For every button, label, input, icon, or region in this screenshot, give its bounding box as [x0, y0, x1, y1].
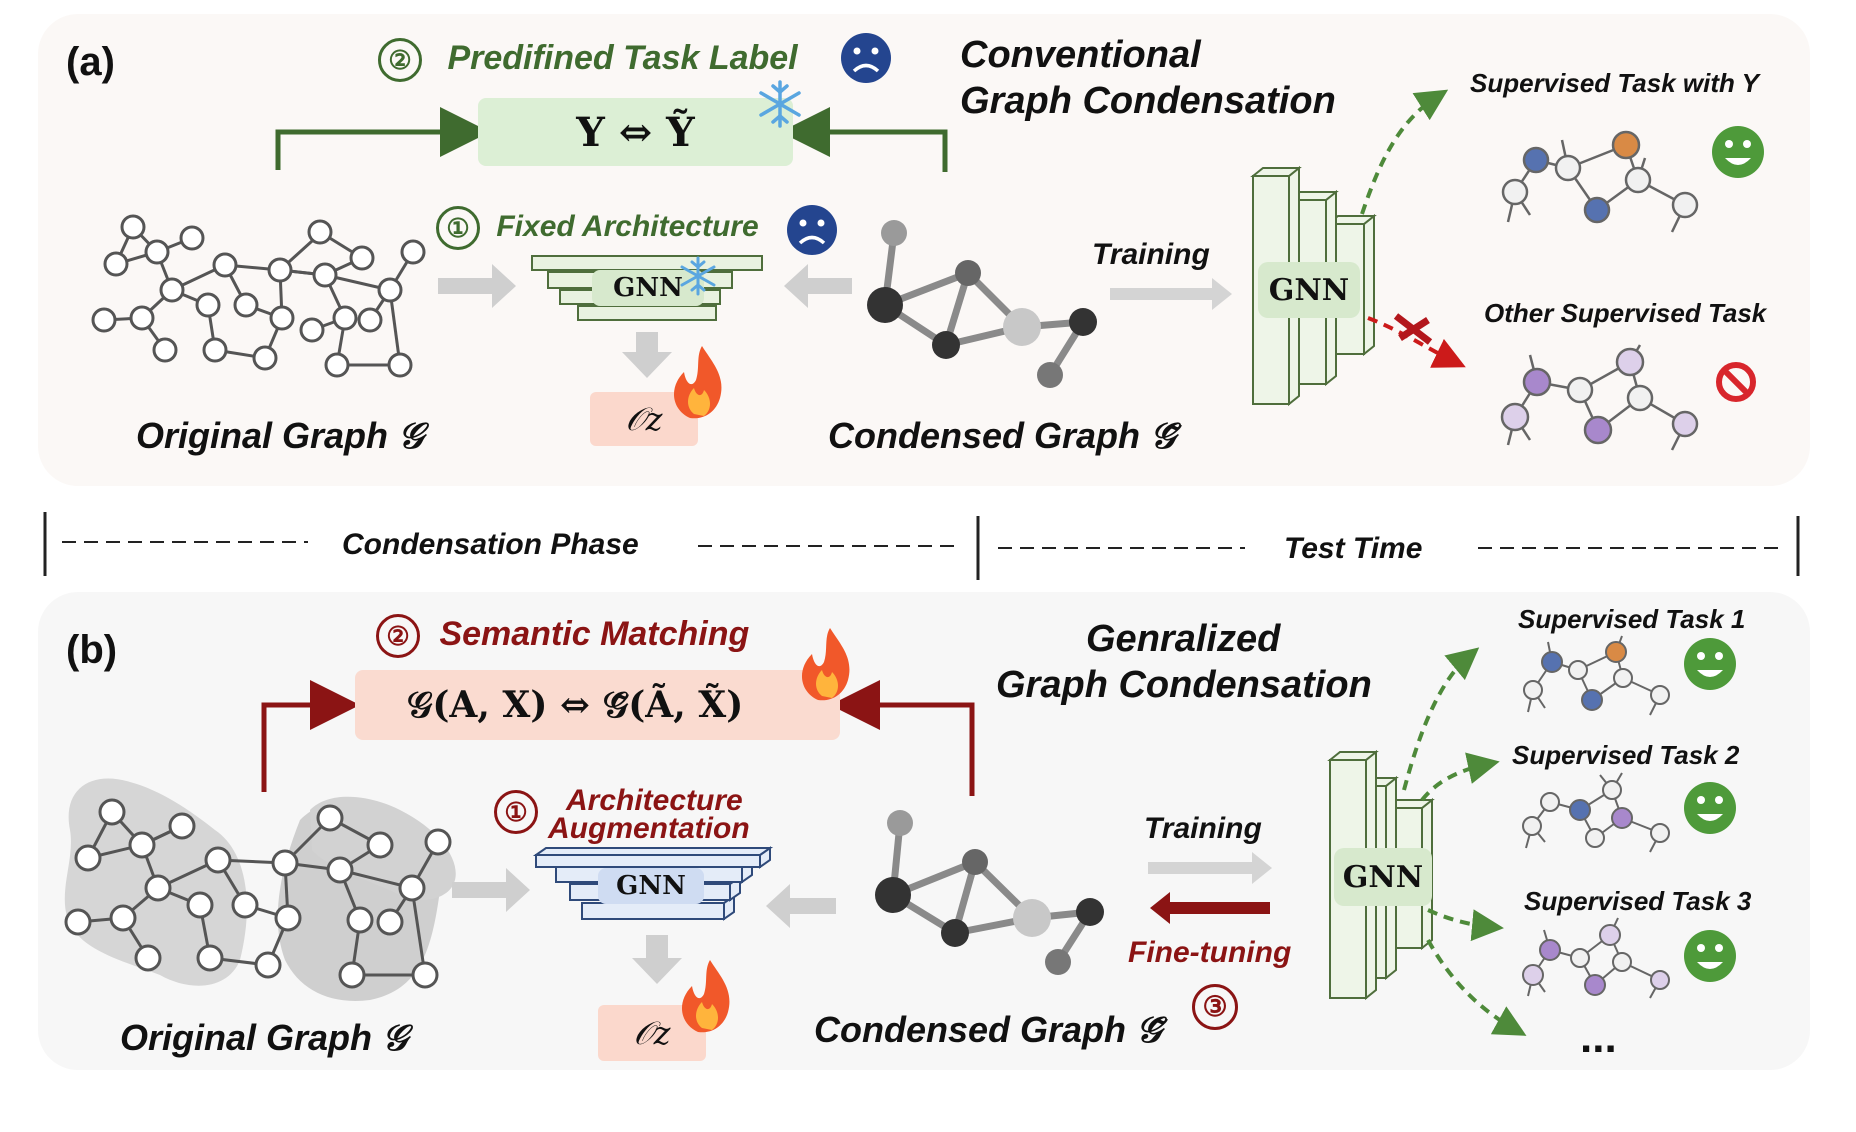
panel-b-more-tasks: ...: [1580, 1013, 1617, 1062]
smile-face-icon: [1684, 930, 1736, 982]
panel-b-original-graph-label: Original Graph 𝒢: [120, 1017, 408, 1058]
panel-a-condensed-graph: [867, 220, 1097, 388]
panel-a-step1-label: Fixed Architecture: [496, 209, 759, 243]
panel-a-task2-arrow: [1367, 316, 1466, 368]
panel-a-task1-label: Supervised Task with Y: [1470, 68, 1759, 98]
panel-a-label-arrows: [275, 107, 948, 172]
panel-b-step1-label-1: Architecture: [566, 784, 743, 817]
sad-face-icon: [787, 205, 837, 255]
panel-b-test-gnn: [1327, 749, 1435, 1001]
forbidden-icon: [1716, 362, 1756, 402]
panel-b-title-1: Genralized: [1086, 618, 1281, 660]
step2-number-badge: ②: [376, 614, 420, 658]
panel-a-gnn-stack: [531, 255, 763, 321]
fire-icon: [673, 346, 722, 419]
panel-b-original-graph: [64, 798, 452, 989]
panel-b-task-arrows: [1402, 647, 1527, 1036]
panel-a-condensed-graph-label: Condensed Graph 𝒢̃: [828, 415, 1176, 456]
panel-b-training-arrow: [1148, 852, 1272, 884]
panel-a-task1-graph: [1501, 130, 1699, 233]
panel-b-oz-label: 𝒪z: [633, 1013, 671, 1052]
step1-number-badge: ①: [494, 790, 538, 834]
panel-b-training-label: Training: [1144, 812, 1262, 845]
panel-b-task1-label: Supervised Task 1: [1518, 604, 1746, 634]
smile-face-icon: [1684, 782, 1736, 834]
panel-a-test-gnn: [1250, 165, 1377, 407]
panel-b-label-box: [355, 670, 840, 740]
panel-b-finetuning-arrow: [1150, 892, 1270, 924]
panel-b-step2: ② Semantic Matching: [376, 614, 749, 658]
cross-icon: [1393, 313, 1433, 345]
panel-a-flow-arrows: [438, 264, 852, 378]
panel-a-test-gnn-label: GNN: [1268, 272, 1350, 308]
panel-a-title-1: Conventional: [960, 34, 1201, 76]
step2-number-badge: ②: [378, 38, 422, 82]
panel-b-test-gnn-label: GNN: [1342, 859, 1424, 895]
panel-a-training-label: Training: [1092, 238, 1210, 271]
panel-a-step2-label: Predifined Task Label: [447, 38, 798, 77]
panel-b-flow-arrows: [452, 868, 836, 984]
panel-b-task3-graph: [1522, 917, 1670, 999]
panel-b-task2-label: Supervised Task 2: [1512, 740, 1740, 770]
panel-a-formula: Y ⇔ Ỹ: [576, 108, 695, 156]
panel-b-condensed-graph-label: Condensed Graph 𝒢̃: [814, 1009, 1162, 1050]
panel-b-task1-graph: [1523, 635, 1670, 716]
panel-a-original-graph: [91, 214, 426, 378]
panel-b-oz-box: [598, 1005, 706, 1061]
panel-b-finetuning-label: Fine-tuning: [1128, 936, 1292, 969]
condensation-phase-label: Condensation Phase: [342, 528, 639, 561]
panel-a-task1-arrow: [1360, 89, 1449, 215]
panel-b-step3: ③: [1192, 984, 1238, 1030]
panel-a-step1: ① Fixed Architecture: [436, 206, 759, 250]
panel-a-oz-label: 𝒪z: [625, 399, 663, 438]
step1-number-badge: ①: [436, 206, 480, 250]
panel-b-title-2: Graph Condensation: [996, 664, 1372, 706]
snowflake-icon: [680, 256, 716, 296]
sad-face-icon: [841, 33, 891, 83]
panel-a-oz-box: [590, 392, 698, 446]
fire-icon: [801, 628, 850, 701]
fire-icon: [681, 960, 730, 1033]
panel-b-gnn-stack: [532, 846, 774, 921]
test-time-label: Test Time: [1284, 532, 1423, 565]
panel-b-step1-number: ①: [494, 790, 538, 834]
panel-a-task2-label: Other Supervised Task: [1484, 298, 1767, 328]
panel-b-tag: (b): [66, 628, 118, 672]
panel-b-formula: 𝒢(A, X) ⇔ 𝒢̃(Ã, X̃): [406, 683, 744, 726]
panel-b-step2-label: Semantic Matching: [439, 614, 750, 653]
panel-a-title-2: Graph Condensation: [960, 80, 1336, 122]
panel-b-step1-label-2: Augmentation: [548, 812, 750, 845]
step3-number-badge: ③: [1192, 984, 1238, 1030]
panel-a-gnn-label: GNN: [613, 273, 683, 303]
panel-a-training-arrow: [1110, 278, 1232, 310]
panel-b-label-arrows: [261, 680, 975, 796]
panel-b-condensed-graph: [875, 810, 1104, 975]
panel-b-gnn-label: GNN: [616, 871, 686, 901]
panel-a-tag: (a): [66, 40, 115, 84]
panel-a-original-graph-label: Original Graph 𝒢: [136, 415, 424, 456]
panel-b-task3-label: Supervised Task 3: [1524, 886, 1752, 916]
panel-a-step2: ② Predifined Task Label: [378, 38, 798, 82]
panel-a-label-box: [478, 98, 793, 166]
panel-a-task2-graph: [1500, 344, 1699, 451]
smile-face-icon: [1684, 638, 1736, 690]
phase-divider: [43, 512, 1800, 580]
smile-face-icon: [1712, 126, 1764, 178]
panel-b-task2-graph: [1522, 772, 1670, 853]
snowflake-icon: [759, 80, 801, 128]
